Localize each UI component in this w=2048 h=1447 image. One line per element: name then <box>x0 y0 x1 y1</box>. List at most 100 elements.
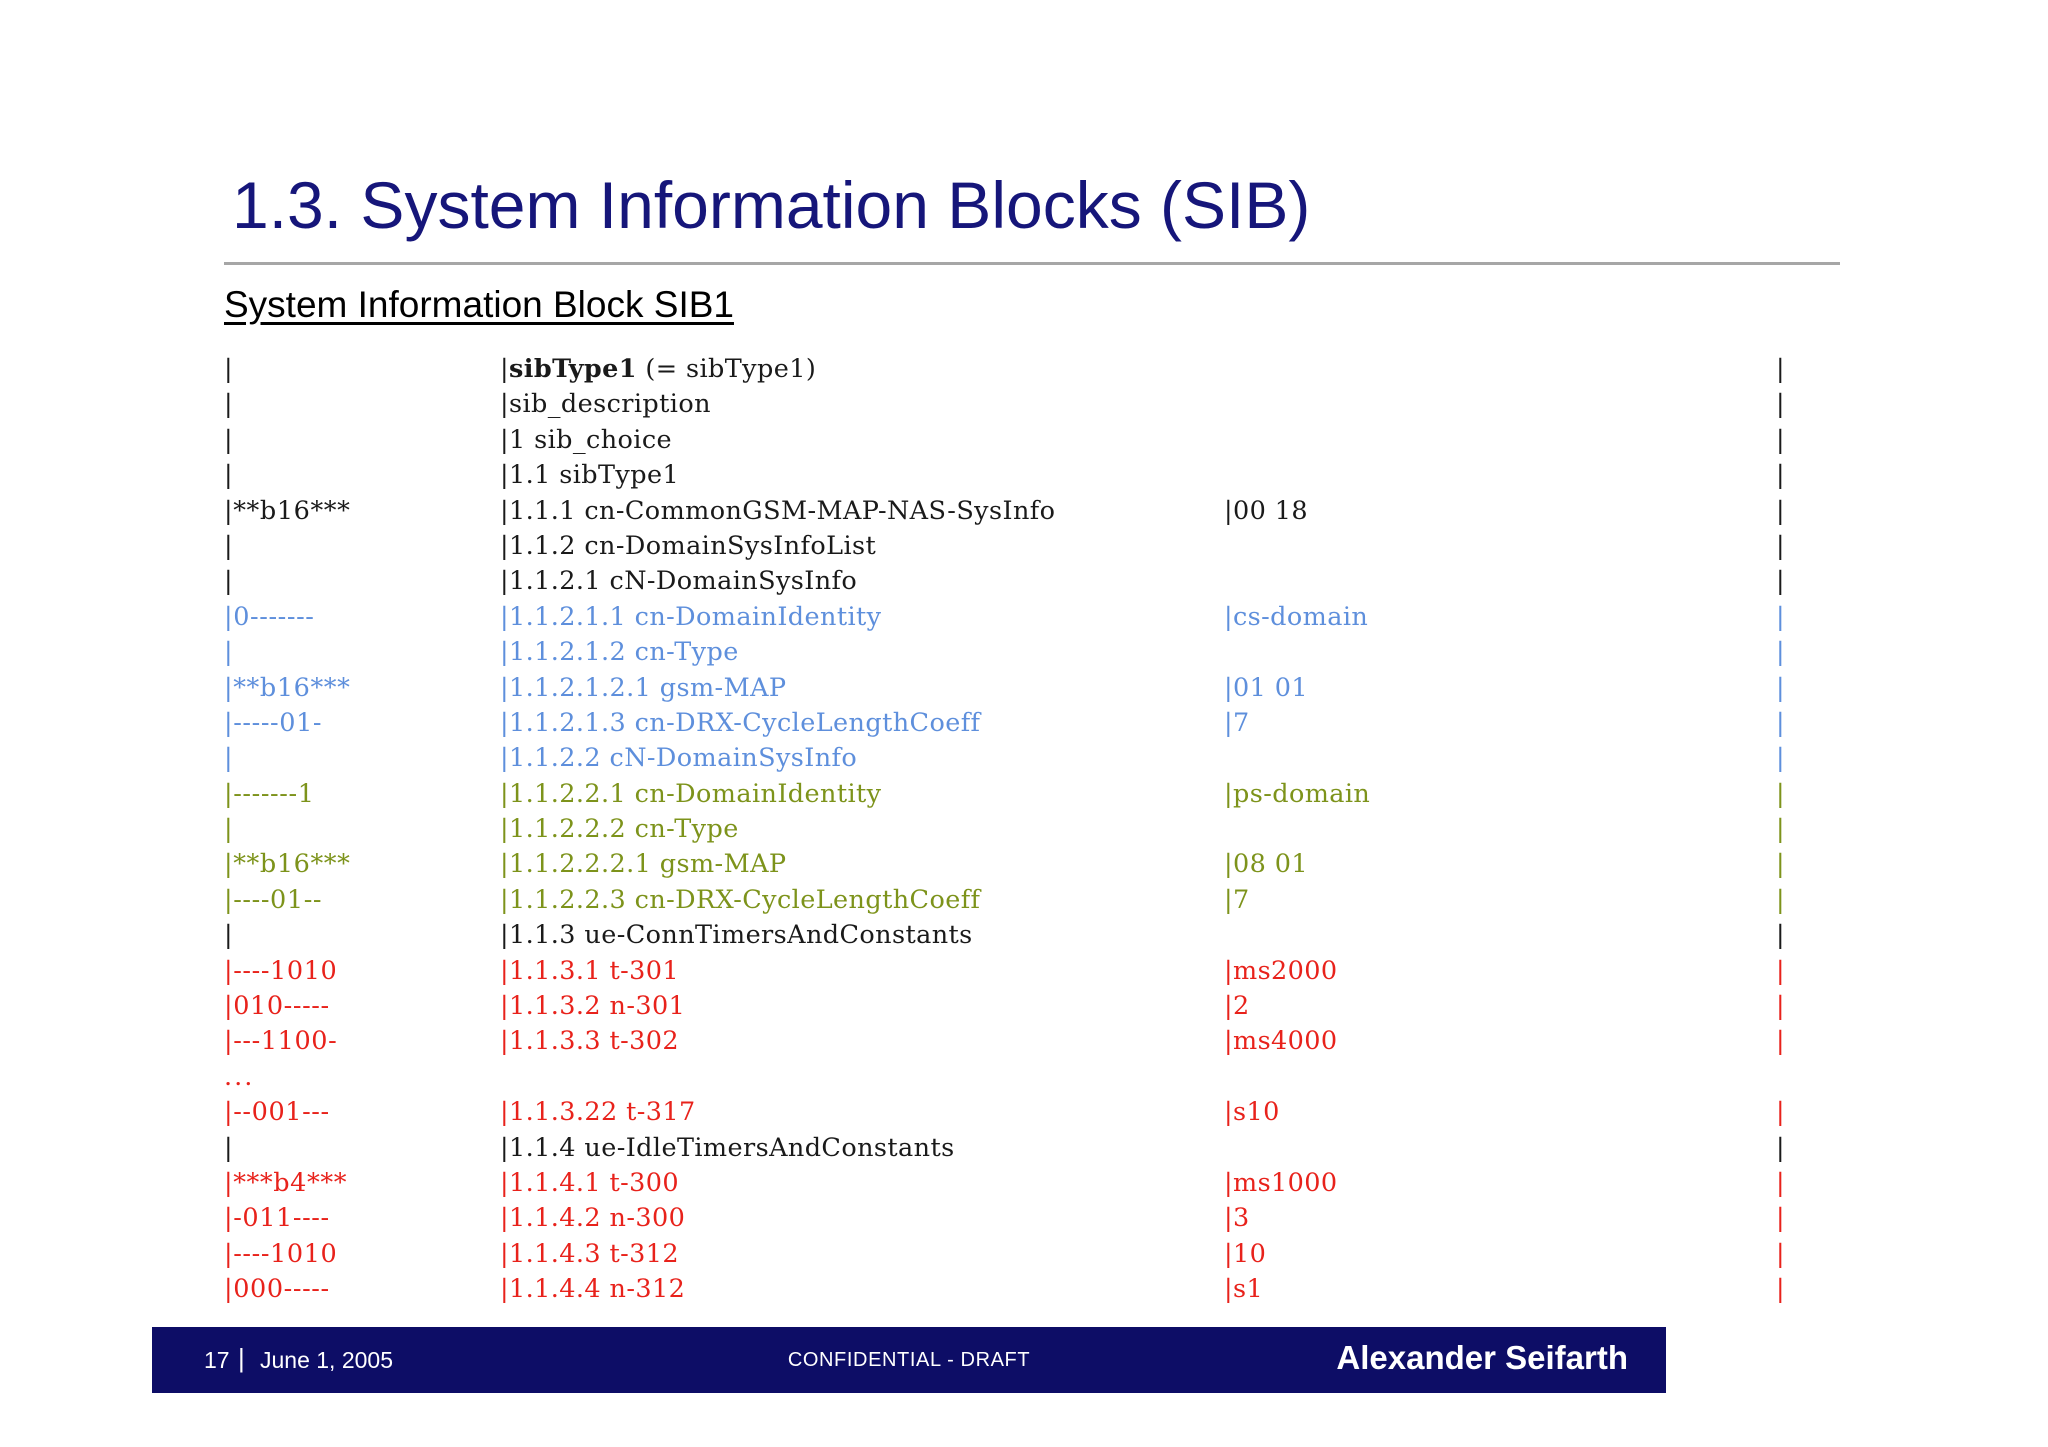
listing-bit-pattern: | <box>224 743 234 774</box>
listing-bit-pattern: | <box>224 1132 234 1163</box>
section-subtitle: System Information Block SIB1 <box>224 284 734 325</box>
listing-bit-pattern: | <box>224 530 234 561</box>
listing-bit-pattern: |-------1 <box>224 778 315 809</box>
listing-bit-pattern: | <box>224 354 234 384</box>
listing-row: ||1.1.2.2.2 cn-Type| <box>224 812 1840 847</box>
listing-field-value: |s10 <box>1224 1097 1280 1128</box>
listing-field-value: |3 <box>1224 1203 1250 1234</box>
footer-confidentiality-notice: CONFIDENTIAL - DRAFT <box>787 1349 1031 1371</box>
listing-right-border: | <box>1776 1132 1785 1163</box>
listing-bit-pattern: |-011---- <box>224 1203 330 1234</box>
listing-bit-pattern: |***b4*** <box>224 1167 348 1198</box>
listing-field-name: |1.1.2.1.2 cn-Type <box>500 637 739 668</box>
listing-row: |-------1|1.1.2.2.1 cn-DomainIdentity|ps… <box>224 777 1840 812</box>
listing-field-name: |1.1 sibType1 <box>500 460 680 491</box>
listing-row: | |1 sib_choice | <box>224 423 1840 458</box>
listing-row: |010-----|1.1.3.2 n-301|2| <box>224 989 1840 1024</box>
listing-field-name: |1.1.2.2.2 cn-Type <box>500 814 739 845</box>
listing-bit-pattern: |----01-- <box>224 884 323 915</box>
listing-row: |----1010|1.1.4.3 t-312|10| <box>224 1237 1840 1272</box>
listing-field-name: |1.1.2.1 cN-DomainSysInfo <box>500 566 858 597</box>
listing-row: |--001--- |1.1.3.22 t-317 |s10 | <box>224 1095 1840 1130</box>
listing-field-name: |1.1.2.2.3 cn-DRX-CycleLengthCoeff <box>500 884 981 915</box>
listing-bit-pattern: | <box>224 424 234 455</box>
listing-field-name: |1.1.3.22 t-317 <box>500 1097 696 1128</box>
listing-row: |000-----|1.1.4.4 n-312|s1| <box>224 1272 1840 1307</box>
listing-field-value: |s1 <box>1224 1274 1264 1305</box>
listing-bit-pattern: |**b16*** <box>224 495 351 526</box>
listing-right-border: | <box>1776 637 1785 668</box>
listing-field-value: |08 01 <box>1224 849 1308 880</box>
listing-bit-pattern: |**b16*** <box>224 849 351 880</box>
listing-field-name: |1.1.2.2 cN-DomainSysInfo <box>500 743 858 774</box>
listing-field-value: |ms1000 <box>1224 1167 1338 1198</box>
listing-right-border: | <box>1776 601 1785 632</box>
listing-field-name: |1.1.1 cn-CommonGSM-MAP-NAS-SysInfo <box>500 495 1056 526</box>
listing-field-name: |1.1.4.2 n-300 <box>500 1203 686 1234</box>
listing-right-border: | <box>1776 672 1785 703</box>
listing-row: | |1.1.2.1.2 cn-Type | <box>224 635 1840 670</box>
listing-field-name: |1.1.2.2.2.1 gsm-MAP <box>500 849 787 880</box>
listing-row: ||1.1.4 ue-IdleTimersAndConstants| <box>224 1131 1840 1166</box>
listing-bit-pattern: |000----- <box>224 1274 330 1305</box>
listing-right-border: | <box>1776 778 1785 809</box>
listing-right-border: | <box>1776 460 1785 491</box>
sib1-listing-table: ||sibType1 (= sibType1)|||sib_descriptio… <box>224 352 1840 1308</box>
listing-bit-pattern: |**b16*** <box>224 672 351 703</box>
listing-row: | |1.1.3 ue-ConnTimersAndConstants | <box>224 918 1840 953</box>
footer-page-number: 17 <box>204 1347 230 1373</box>
listing-row: |**b16*** |1.1.1 cn-CommonGSM-MAP-NAS-Sys… <box>224 494 1840 529</box>
listing-bit-pattern: | <box>224 389 234 420</box>
listing-right-border: | <box>1776 1203 1785 1234</box>
page-title: 1.3. System Information Blocks (SIB) <box>232 168 1311 242</box>
listing-bit-pattern: |010----- <box>224 991 330 1022</box>
listing-field-value: |10 <box>1224 1238 1267 1269</box>
listing-right-border: | <box>1776 991 1785 1022</box>
listing-bit-pattern: |-----01- <box>224 707 323 738</box>
listing-right-border: | <box>1776 1026 1785 1057</box>
listing-bit-pattern: |0------- <box>224 601 315 632</box>
listing-row: |0-------|1.1.2.1.1 cn-DomainIdentity|cs… <box>224 600 1840 635</box>
listing-row: |-----01- |1.1.2.1.3 cn-DRX-CycleLengthCo… <box>224 706 1840 741</box>
footer-separator: | <box>238 1343 245 1373</box>
listing-row: |----1010|1.1.3.1 t-301|ms2000| <box>224 954 1840 989</box>
listing-field-name: |1.1.4.3 t-312 <box>500 1238 680 1269</box>
listing-field-name: |1.1.3.3 t-302 <box>500 1026 680 1057</box>
listing-row: ||1.1 sibType1| <box>224 458 1840 493</box>
listing-field-name: |sib_description <box>500 389 711 420</box>
listing-row: |----01-- |1.1.2.2.3 cn-DRX-CycleLengthCo… <box>224 883 1840 918</box>
listing-right-border: | <box>1776 743 1785 774</box>
listing-right-border: | <box>1776 884 1785 915</box>
listing-bit-pattern: | <box>224 637 234 668</box>
listing-right-border: | <box>1776 354 1785 384</box>
listing-bit-pattern: ... <box>224 1061 255 1092</box>
listing-field-value: |01 01 <box>1224 672 1308 703</box>
listing-right-border: | <box>1776 814 1785 845</box>
listing-row: ||sibType1 (= sibType1)| <box>224 352 1840 387</box>
listing-row: |**b16*** |1.1.2.1.2.1 gsm-MAP |01 01 | <box>224 671 1840 706</box>
listing-field-name: |1 sib_choice <box>500 424 673 455</box>
listing-row: |***b4***|1.1.4.1 t-300|ms1000| <box>224 1166 1840 1201</box>
listing-right-border: | <box>1776 1097 1785 1128</box>
listing-field-name: |1.1.3.1 t-301 <box>500 955 680 986</box>
listing-field-value: |00 18 <box>1224 495 1308 526</box>
listing-right-border: | <box>1776 424 1785 455</box>
listing-field-name: |1.1.2.1.3 cn-DRX-CycleLengthCoeff <box>500 707 981 738</box>
listing-field-value: |7 <box>1224 884 1250 915</box>
listing-field-name: |1.1.2.1.1 cn-DomainIdentity <box>500 601 882 632</box>
listing-field-name: |1.1.3 ue-ConnTimersAndConstants <box>500 920 973 951</box>
listing-row: |---1100-|1.1.3.3 t-302|ms4000| <box>224 1024 1840 1059</box>
listing-field-value: |2 <box>1224 991 1250 1022</box>
footer-date: June 1, 2005 <box>260 1347 394 1373</box>
listing-right-border: | <box>1776 389 1785 420</box>
listing-right-border: | <box>1776 849 1785 880</box>
listing-right-border: | <box>1776 920 1785 951</box>
listing-bit-pattern: | <box>224 920 234 951</box>
listing-row: |-011---- |1.1.4.2 n-300 |3 | <box>224 1201 1840 1236</box>
listing-field-name: |1.1.2.1.2.1 gsm-MAP <box>500 672 787 703</box>
listing-row: ... <box>224 1060 1840 1095</box>
footer-author-name: Alexander Seifarth <box>1336 1339 1628 1376</box>
listing-bit-pattern: |---1100- <box>224 1026 338 1057</box>
listing-bit-pattern: |--001--- <box>224 1097 330 1128</box>
